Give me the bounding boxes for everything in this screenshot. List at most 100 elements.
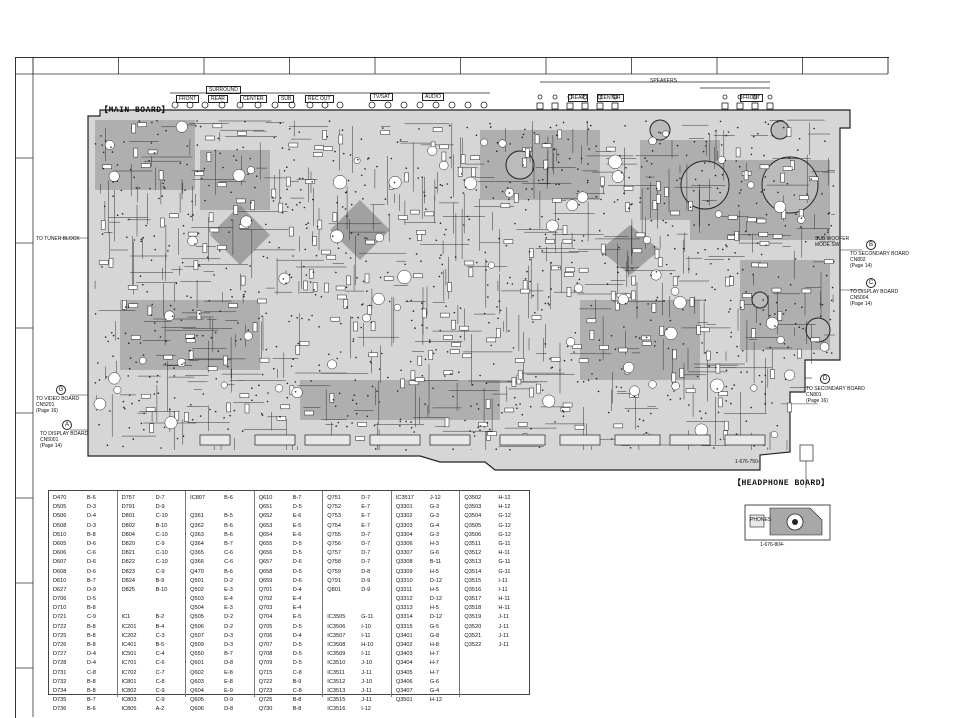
part-location: D-5 xyxy=(292,642,302,648)
part-location: B-8 xyxy=(292,706,302,713)
part-location: D-5 xyxy=(292,660,302,667)
part-location: C-10 xyxy=(155,550,168,557)
diagram-frame xyxy=(15,57,889,718)
part-location: E-9 xyxy=(224,687,233,694)
part-location: D-4 xyxy=(292,586,302,593)
part-reference: IC3513 xyxy=(327,687,346,694)
part-reference: Q550 xyxy=(190,651,204,658)
part-reference: Q655 xyxy=(258,540,273,547)
part-reference: Q730 xyxy=(258,706,273,713)
part-reference: Q3502 xyxy=(464,495,482,501)
table-row xyxy=(118,604,186,613)
part-location xyxy=(498,678,522,687)
part-location: D-9 xyxy=(361,586,371,593)
part-reference: Q3503 xyxy=(464,504,482,511)
table-row xyxy=(323,595,391,604)
part-location: C-10 xyxy=(155,559,168,566)
part-reference: Q3505 xyxy=(464,522,482,529)
part-reference: Q759 xyxy=(327,568,341,575)
part-location: B-5 xyxy=(224,513,233,520)
part-location: G-11 xyxy=(498,540,511,547)
part-location: J-12 xyxy=(429,495,441,501)
part-reference: Q725 xyxy=(258,697,273,704)
part-reference xyxy=(460,650,498,659)
part-location: G-6 xyxy=(429,550,440,557)
part-reference: D734 xyxy=(53,687,67,694)
part-location: C-10 xyxy=(155,513,168,520)
part-reference: D505 xyxy=(53,504,67,511)
label-front-speaker: FRONT xyxy=(740,94,764,102)
part-reference: D820 xyxy=(121,540,135,547)
part-reference: Q3403 xyxy=(395,651,413,658)
part-location: C-8 xyxy=(87,669,97,676)
part-reference: D726 xyxy=(53,642,67,648)
part-reference: Q603 xyxy=(190,678,204,685)
part-location: D-2 xyxy=(224,577,234,584)
part-reference xyxy=(323,604,361,613)
part-location: D-12 xyxy=(429,577,442,584)
to-tuner-block-label: TO TUNER BLOCK xyxy=(36,236,80,242)
label-center-speaker: CENTER xyxy=(597,94,624,102)
part-location xyxy=(361,604,385,613)
part-location: B-6 xyxy=(87,706,96,713)
part-location: J-11 xyxy=(361,669,372,676)
part-reference: D736 xyxy=(53,706,67,713)
part-reference: D605 xyxy=(53,540,67,547)
part-reference: IC3511 xyxy=(327,669,345,676)
part-reference: Q801 xyxy=(327,586,341,593)
part-location: J-11 xyxy=(498,642,509,648)
part-location xyxy=(498,659,522,668)
part-reference: D608 xyxy=(53,568,67,575)
part-reference: Q3307 xyxy=(395,550,413,557)
part-reference: Q658 xyxy=(258,568,273,575)
part-location: B-6 xyxy=(224,531,233,538)
part-location: B-10 xyxy=(155,586,168,593)
part-location: G-11 xyxy=(361,614,374,621)
label-center: CENTER xyxy=(240,95,267,103)
part-location: E-3 xyxy=(224,605,233,612)
table-row xyxy=(460,687,528,696)
part-location: D-9 xyxy=(361,577,371,584)
part-reference: Q3522 xyxy=(464,642,482,648)
part-reference: D732 xyxy=(53,678,67,685)
label-sub: SUB xyxy=(278,95,295,103)
part-location: D-6 xyxy=(292,577,302,584)
part-reference: Q3521 xyxy=(464,632,482,639)
part-location xyxy=(498,687,522,696)
label-audio: AUDIO xyxy=(422,93,444,101)
part-reference: Q3309 xyxy=(395,568,413,575)
part-reference: IC807 xyxy=(190,495,206,501)
part-reference xyxy=(118,604,156,613)
part-location: B-4 xyxy=(155,623,165,630)
part-location: G-6 xyxy=(429,678,440,685)
part-reference: Q3514 xyxy=(464,568,482,575)
part-location: E-3 xyxy=(224,586,233,593)
part-location: D-7 xyxy=(361,495,371,501)
part-location: D-9 xyxy=(155,504,165,511)
part-reference: Q3301 xyxy=(395,504,413,511)
part-reference: Q707 xyxy=(258,642,273,648)
part-location: D-8 xyxy=(361,568,371,575)
part-reference: Q3315 xyxy=(395,623,413,630)
